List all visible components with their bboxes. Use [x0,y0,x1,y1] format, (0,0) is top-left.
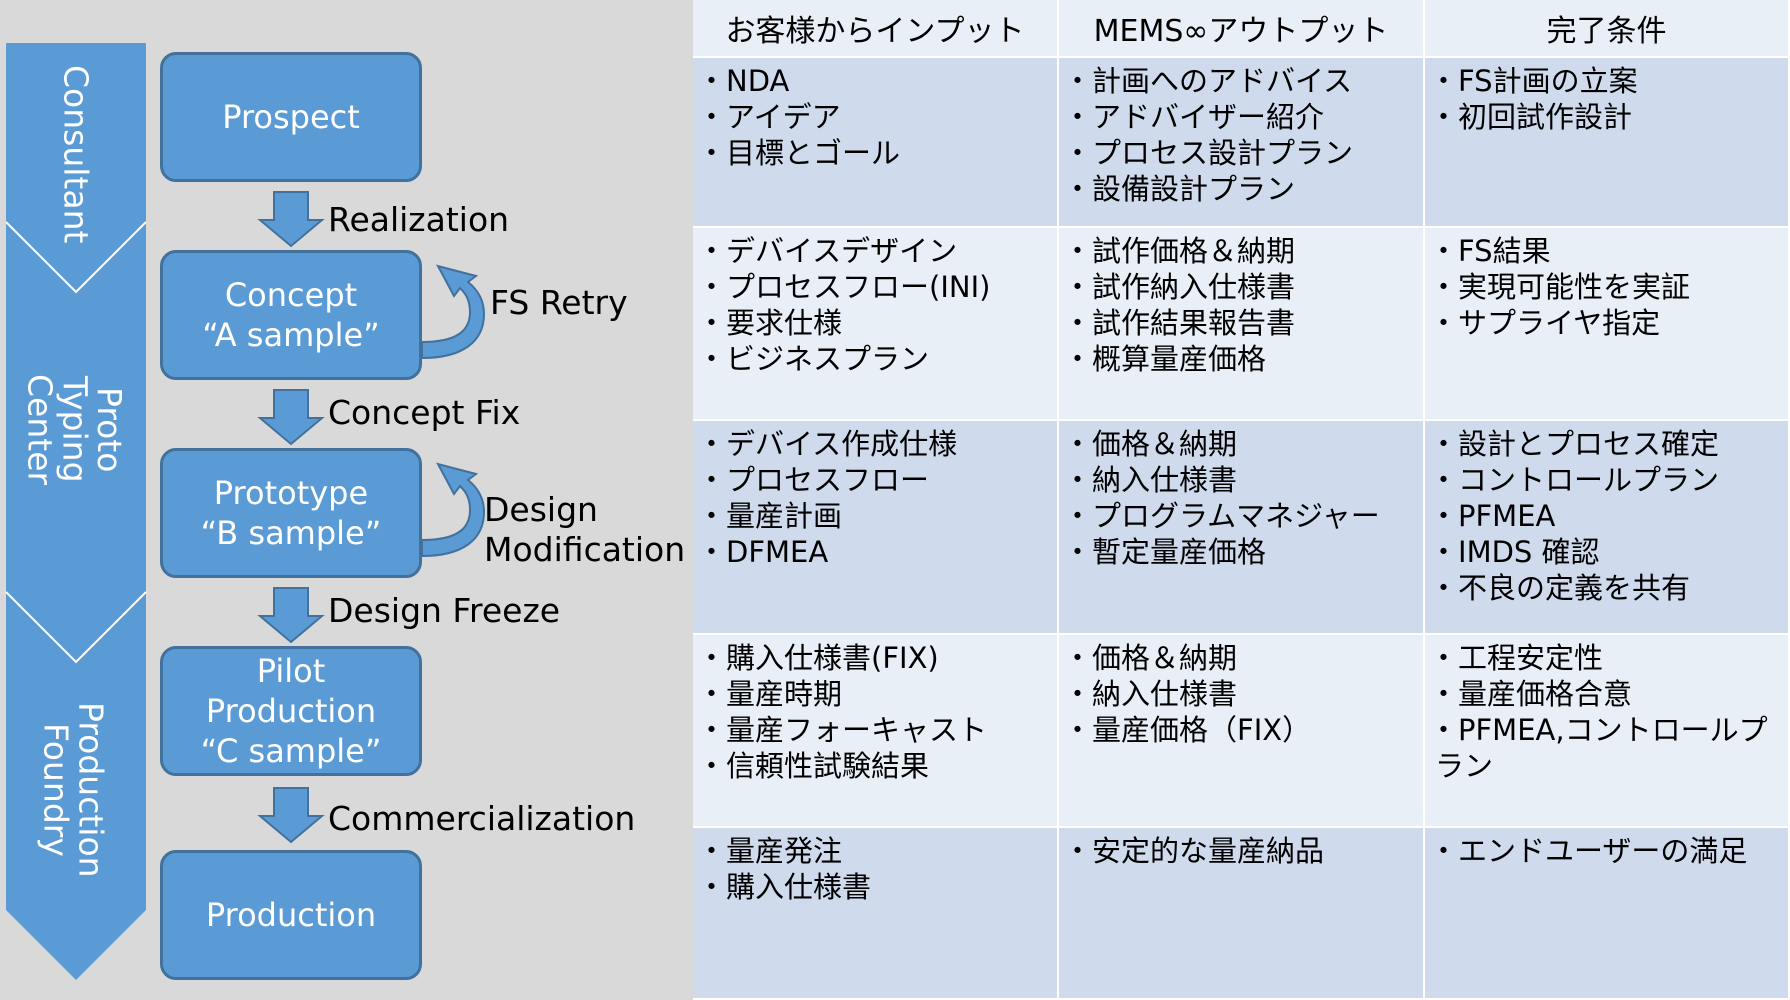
list-item: プログラムマネジャー [1069,498,1415,534]
box-concept: Concept “A sample” [160,250,422,380]
stage-divider-1 [5,221,147,294]
table-cell-completion-criteria: 設計とプロセス確定コントロールプランPFMEAIMDS 確認不良の定義を共有 [1425,421,1790,635]
list-item: 信頼性試験結果 [703,748,1049,784]
transition-label-design-freeze: Design Freeze [328,591,561,630]
list-item: PFMEA,コントロールプラン [1435,712,1780,784]
table-cell-completion-criteria: FS結果実現可能性を実証サプライヤ指定 [1425,228,1790,421]
loop-arrow-icon [421,462,486,558]
stage-divider-2 [5,591,147,664]
list-item: 試作価格＆納期 [1069,233,1415,269]
list-item: 量産価格（FIX） [1069,712,1415,748]
table-cell-mems-output: 計画へのアドバイスアドバイザー紹介プロセス設計プラン設備設計プラン [1059,58,1425,228]
table-cell-customer-input: 量産発注購入仕様書 [693,828,1059,1000]
list-item: DFMEA [703,534,1049,570]
list-item: 計画へのアドバイス [1069,63,1415,99]
list-item: FS結果 [1435,233,1780,269]
list-item: プロセスフロー [703,462,1049,498]
list-item: 量産時期 [703,676,1049,712]
transition-label-commercialization: Commercialization [328,799,636,838]
list-item: コントロールプラン [1435,462,1780,498]
box-prototype: Prototype “B sample” [160,448,422,578]
down-arrow-icon [257,191,325,248]
list-item: アイデア [703,99,1049,135]
list-item: 実現可能性を実証 [1435,269,1780,305]
loop-arrow-icon [421,264,486,360]
list-item: 量産計画 [703,498,1049,534]
list-item: エンドユーザーの満足 [1435,833,1780,869]
box-pilot-production: Pilot Production “C sample” [160,646,422,776]
list-item: 試作納入仕様書 [1069,269,1415,305]
list-item: PFMEA [1435,498,1780,534]
stage-chevron-consultant [6,43,146,292]
process-flow-diagram: Consultant Proto Typing Center Productio… [0,0,693,1000]
table-cell-mems-output: 安定的な量産納品 [1059,828,1425,1000]
list-item: IMDS 確認 [1435,534,1780,570]
table-cell-customer-input: デバイスデザインプロセスフロー(INI)要求仕様ビジネスプラン [693,228,1059,421]
stage-label-prototyping: Proto Typing Center [20,373,129,486]
list-item: プロセス設計プラン [1069,135,1415,171]
stage-chevrons [5,43,147,980]
table-cell-customer-input: デバイス作成仕様プロセスフロー量産計画DFMEA [693,421,1059,635]
down-arrow-icon [257,787,325,844]
loop-label-design-modification: Design Modification [484,490,686,569]
down-arrow-icon [257,389,325,446]
list-item: アドバイザー紹介 [1069,99,1415,135]
deliverables-table: お客様からインプット MEMS∞アウトプット 完了条件 NDAアイデア目標とゴー… [693,0,1790,1000]
transition-label-concept-fix: Concept Fix [328,393,521,432]
list-item: プロセスフロー(INI) [703,269,1049,305]
down-arrow-icon [257,587,325,644]
list-item: 量産フォーキャスト [703,712,1049,748]
header-customer-input: お客様からインプット [693,0,1059,58]
table-cell-completion-criteria: 工程安定性量産価格合意PFMEA,コントロールプラン [1425,635,1790,828]
table-cell-mems-output: 試作価格＆納期試作納入仕様書試作結果報告書概算量産価格 [1059,228,1425,421]
list-item: サプライヤ指定 [1435,305,1780,341]
list-item: 工程安定性 [1435,640,1780,676]
list-item: 試作結果報告書 [1069,305,1415,341]
transition-label-realization: Realization [328,200,510,239]
list-item: 設備設計プラン [1069,171,1415,207]
list-item: 価格＆納期 [1069,640,1415,676]
list-item: 要求仕様 [703,305,1049,341]
list-item: 価格＆納期 [1069,426,1415,462]
table-cell-completion-criteria: エンドユーザーの満足 [1425,828,1790,1000]
table-cell-customer-input: NDAアイデア目標とゴール [693,58,1059,228]
list-item: NDA [703,63,1049,99]
header-completion-criteria: 完了条件 [1425,0,1790,58]
box-production: Production [160,850,422,980]
list-item: 安定的な量産納品 [1069,833,1415,869]
table-cell-completion-criteria: FS計画の立案初回試作設計 [1425,58,1790,228]
list-item: FS計画の立案 [1435,63,1780,99]
list-item: 不良の定義を共有 [1435,570,1780,606]
list-item: 納入仕様書 [1069,676,1415,712]
list-item: 設計とプロセス確定 [1435,426,1780,462]
stage-chevron-prototyping [6,222,146,662]
stage-label-production: Production Foundry [36,702,111,878]
list-item: デバイス作成仕様 [703,426,1049,462]
table-cell-mems-output: 価格＆納期納入仕様書量産価格（FIX） [1059,635,1425,828]
list-item: 概算量産価格 [1069,341,1415,377]
list-item: 初回試作設計 [1435,99,1780,135]
stage-chevron-production [6,592,146,980]
table-cell-customer-input: 購入仕様書(FIX)量産時期量産フォーキャスト信頼性試験結果 [693,635,1059,828]
stage-label-consultant: Consultant [56,64,96,244]
loop-label-fs-retry: FS Retry [490,283,628,322]
box-prospect: Prospect [160,52,422,182]
list-item: 購入仕様書 [703,869,1049,905]
list-item: ビジネスプラン [703,341,1049,377]
header-mems-output: MEMS∞アウトプット [1059,0,1425,58]
list-item: 暫定量産価格 [1069,534,1415,570]
list-item: デバイスデザイン [703,233,1049,269]
table-cell-mems-output: 価格＆納期納入仕様書プログラムマネジャー暫定量産価格 [1059,421,1425,635]
list-item: 量産発注 [703,833,1049,869]
list-item: 目標とゴール [703,135,1049,171]
list-item: 納入仕様書 [1069,462,1415,498]
list-item: 量産価格合意 [1435,676,1780,712]
list-item: 購入仕様書(FIX) [703,640,1049,676]
